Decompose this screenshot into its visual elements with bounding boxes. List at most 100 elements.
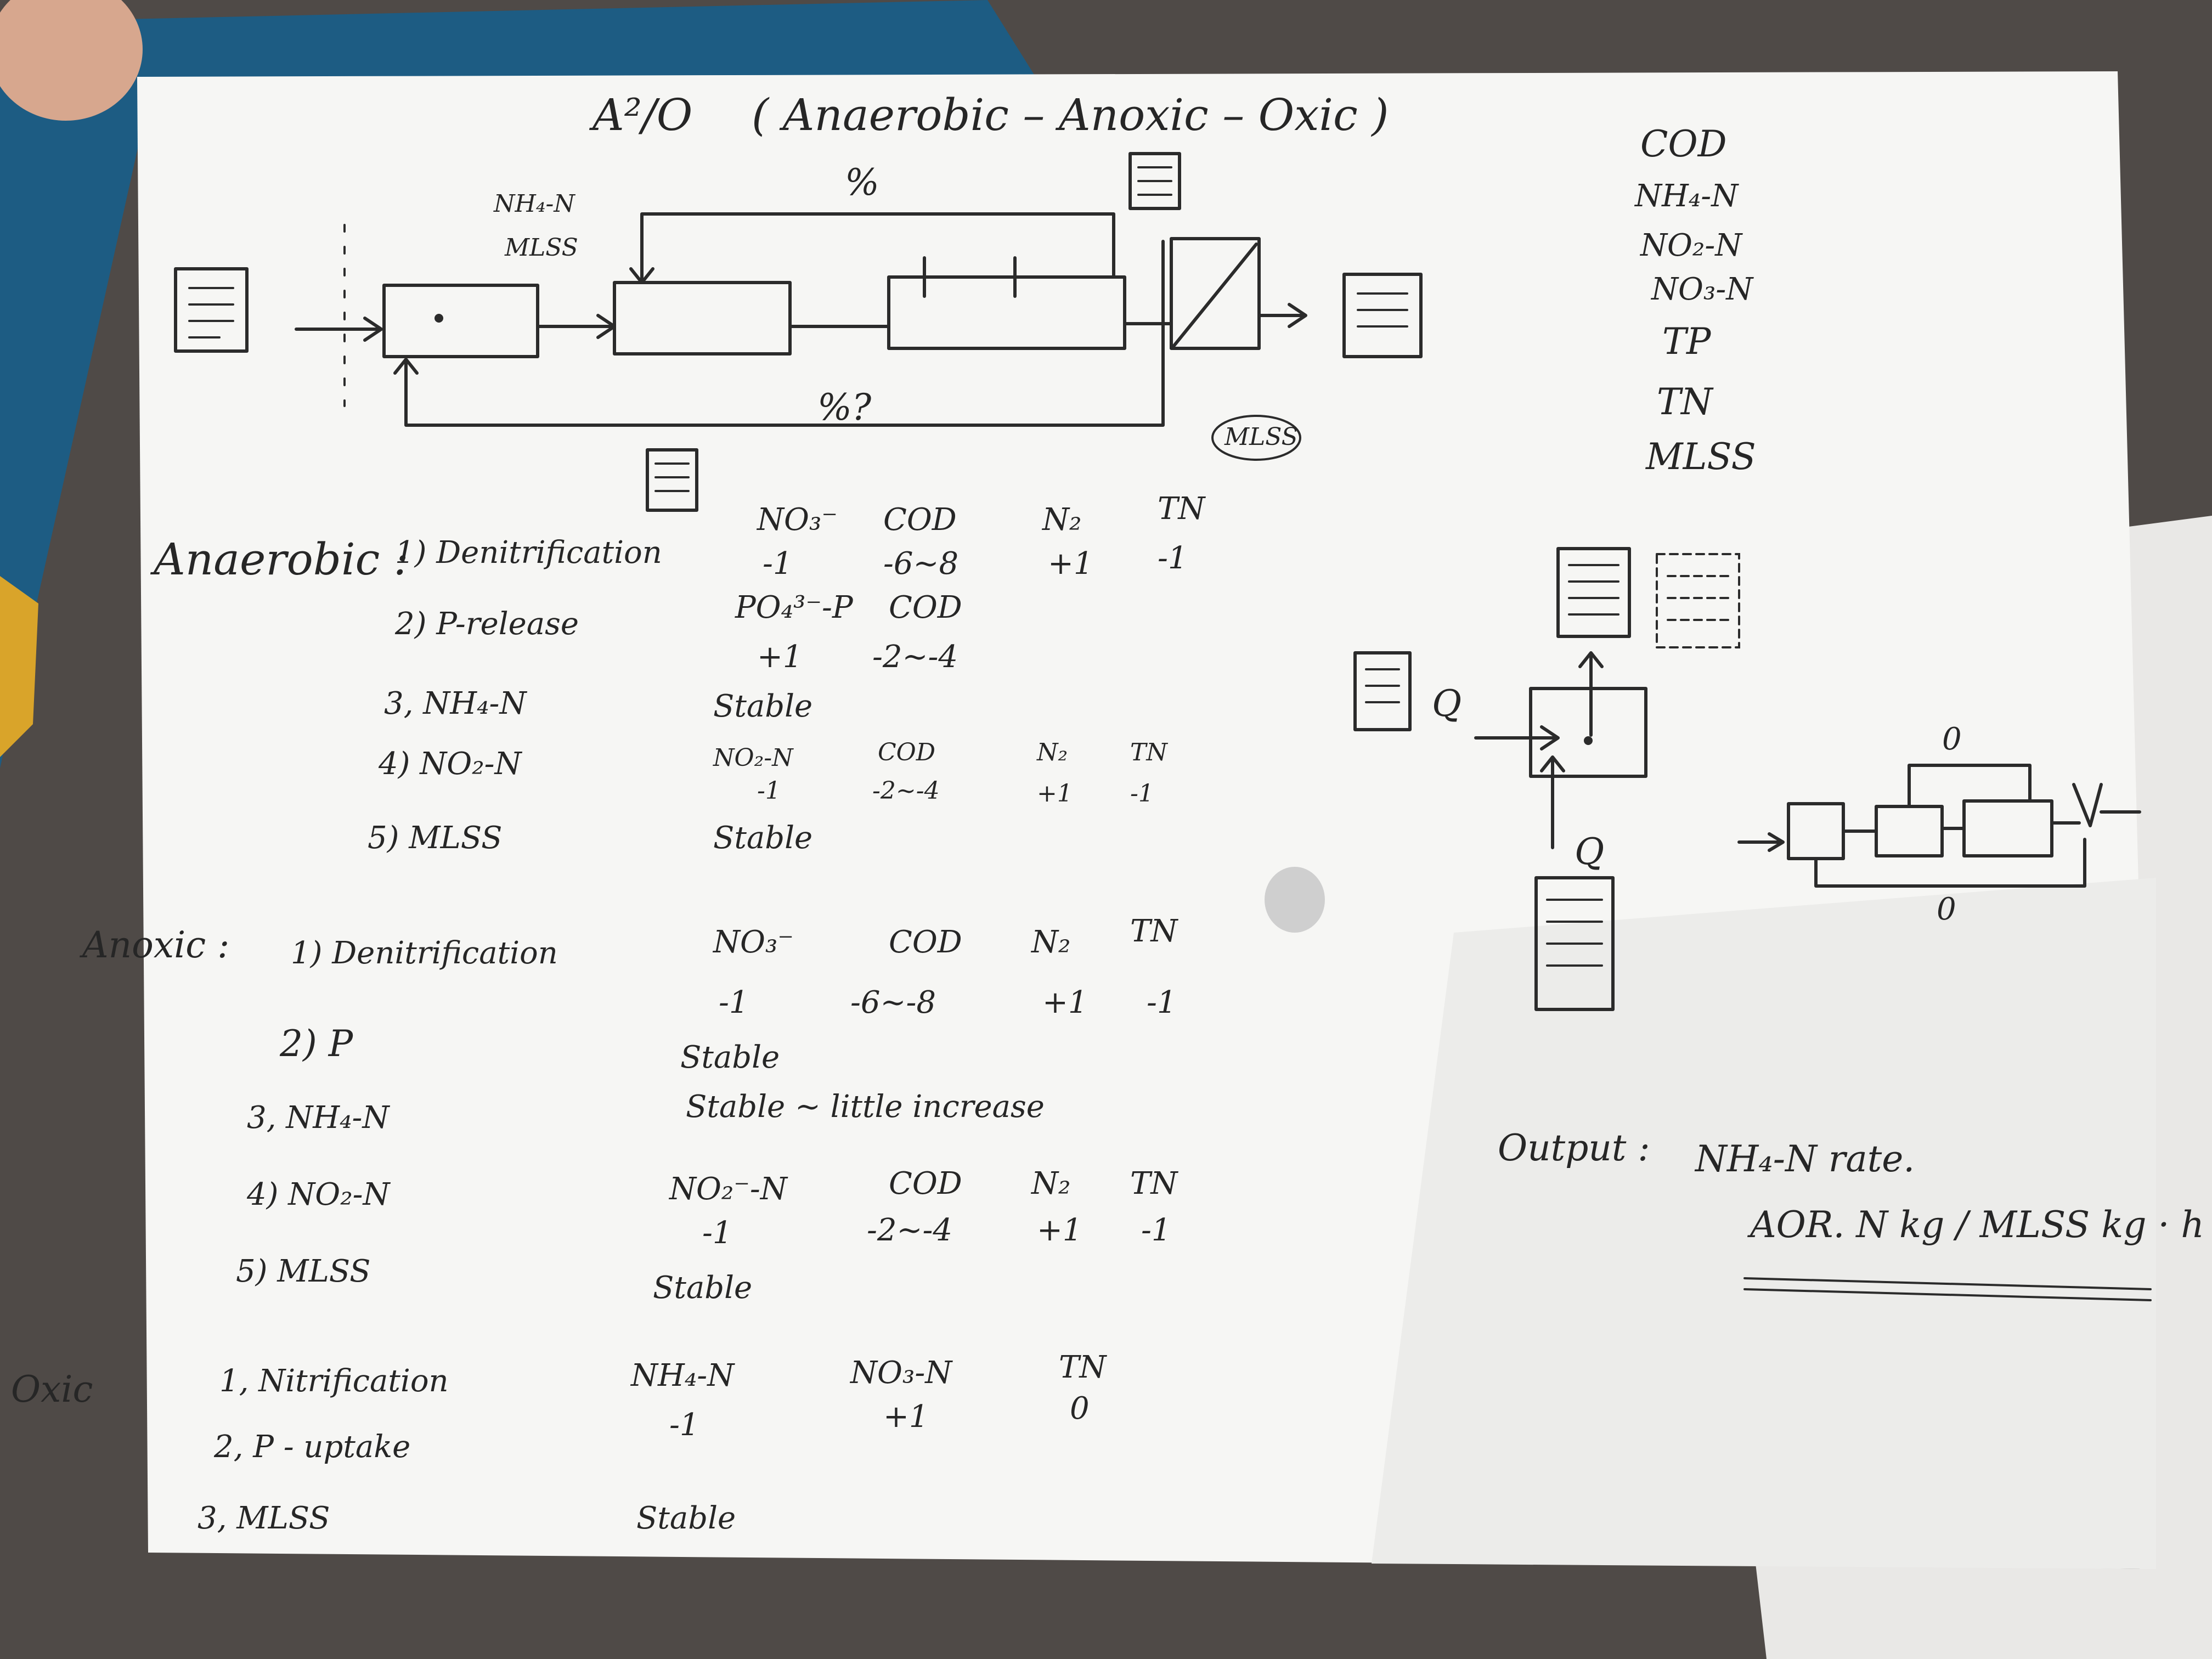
anaerobic-item-1-val-1: -1 [763,546,793,582]
anoxic-item-3-note: Stable ~ little increase [686,1089,1045,1125]
oxic-heading: Oxic [11,1368,93,1410]
output-label: Output : [1498,1127,1650,1169]
clarifier [1161,237,1261,380]
anoxic-item-2-label: 2) P [280,1023,353,1065]
anaerobic-item-2-col-2: COD [889,590,962,625]
output-line-2: AOR. N kg / MLSS kg · h [1750,1204,2204,1246]
finger [0,0,143,121]
anoxic-item-1-val-1: -1 [719,985,749,1020]
anaerobic-item-2-label: 2) P-release [395,606,579,642]
oxic-item-1-val-2: +1 [883,1399,929,1435]
param-tp: TP [1662,320,1711,363]
mini-zero-bottom: 0 [1937,891,1956,927]
anaerobic-item-3-note: Stable [713,689,813,724]
param-no3n: NO₃-N [1651,272,1753,307]
anaerobic-item-3-label: 3, NH₄-N [384,686,527,721]
anaerobic-item-1-val-4: -1 [1158,540,1188,576]
oxic-item-1-val-3: 0 [1070,1391,1090,1426]
anaerobic-item-1-val-2: -6~8 [883,546,959,582]
param-no2n: NO₂-N [1640,228,1742,263]
anoxic-item-1-val-2: -6~-8 [850,985,936,1020]
oxic-tank [887,275,1126,350]
side-doc-icon-2 [1556,547,1631,638]
paper-stain [1265,867,1325,933]
oxic-item-3-label: 3, MLSS [198,1500,330,1536]
anaerobic-tank [382,284,539,358]
anoxic-item-4-val-2: -2~-4 [867,1212,953,1248]
page-subtitle: ( Anaerobic – Anoxic – Oxic ) [752,89,1389,140]
anoxic-item-2-note: Stable [680,1040,780,1075]
param-cod: COD [1640,123,1727,165]
anoxic-item-3-label: 3, NH₄-N [247,1100,390,1136]
anoxic-tank [613,281,792,356]
effluent-document-icon [1342,273,1423,358]
anoxic-heading: Anoxic : [82,924,230,966]
anaerobic-item-5-note: Stable [713,820,813,856]
oxic-item-2-label: 2, P - uptake [214,1429,411,1465]
anaerobic-item-4-col-1: NO₂-N [713,744,793,772]
side-reactor-sketch [1353,547,1740,1011]
output-underline [1743,1277,2152,1301]
anaerobic-item-2-val-2: -2~-4 [872,639,958,675]
clarifier-mlss-circle [1211,415,1301,461]
side-q-label: Q [1432,682,1462,725]
anaerobic-heading: Anaerobic : [154,534,409,585]
anoxic-item-1-label: 1) Denitrification [291,935,558,971]
anoxic-item-4-col-1: NO₂⁻-N [669,1171,787,1207]
sludge-recycle-line [393,358,1165,427]
oxic-item-1-label: 1, Nitrification [219,1363,449,1399]
mini-a2o-sketch [1737,764,2141,888]
anoxic-item-1-col-2: COD [889,924,962,960]
oxic-item-1-col-3: TN [1059,1350,1107,1385]
anoxic-item-4-col-3: N₂ [1031,1166,1071,1201]
side-q2-label: Q [1575,831,1605,873]
recycle-top-label: % [845,161,879,204]
anoxic-item-4-label: 4) NO₂-N [247,1177,390,1212]
anoxic-item-1-col-1: NO₃⁻ [713,924,794,960]
anoxic-item-4-col-2: COD [889,1166,962,1201]
anaerobic-item-5-label: 5) MLSS [368,820,503,856]
recycle-bottom-label: %? [817,386,872,428]
anaerobic-item-4-val-1: -1 [757,777,781,805]
anoxic-item-1-col-3: N₂ [1031,924,1071,960]
anaerobic-item-1-col-4: TN [1158,491,1205,527]
anaerobic-item-4-val-3: +1 [1037,780,1073,808]
anaerobic-item-1-label: 1) Denitrification [395,535,662,571]
anaerobic-item-4-col-2: COD [878,738,936,766]
side-doc-icon-1 [1353,651,1412,731]
anaerobic-item-2-val-1: +1 [757,639,803,675]
oxic-item-1-col-2: NO₃-N [850,1355,952,1391]
oxic-item-1-val-1: -1 [669,1407,699,1443]
a2o-flow-diagram [174,152,1423,512]
anoxic-item-4-val-1: -1 [702,1215,732,1251]
side-doc-icon-3 [1656,553,1740,648]
anoxic-item-4-val-4: -1 [1141,1212,1171,1248]
influent-label-nh4: NH₄-N [494,190,575,218]
param-tn: TN [1657,381,1713,423]
anaerobic-item-1-val-3: +1 [1048,546,1093,582]
mini-zero-top: 0 [1942,721,1962,757]
oxic-item-1-col-1: NH₄-N [631,1358,735,1393]
anaerobic-item-4-col-3: N₂ [1037,738,1068,766]
notebook-right [1756,516,2212,1659]
folder-yellow-accent [0,576,38,757]
anaerobic-item-2-col-1: PO₄³⁻-P [735,590,853,625]
param-nh4n: NH₄-N [1635,178,1739,214]
influent-label-mlss: MLSS [505,234,578,262]
anaerobic-item-1-col-2: COD [883,502,957,538]
page-title: A²/O [592,89,693,140]
clarifier-label: MLSS [1224,423,1298,451]
side-doc-icon-4 [1534,876,1615,1011]
paper-shade [1372,878,2156,1569]
sample-document-icon-bottom [646,448,698,512]
anoxic-item-4-val-3: +1 [1037,1212,1082,1248]
anaerobic-item-1-col-3: N₂ [1042,502,1082,538]
influent-document-icon [174,267,249,353]
output-line-1: NH₄-N rate. [1695,1138,1915,1180]
anoxic-item-1-val-4: -1 [1147,985,1177,1020]
anoxic-item-1-val-3: +1 [1042,985,1088,1020]
oxic-item-3-note: Stable [636,1500,736,1536]
anaerobic-item-4-val-2: -2~-4 [872,777,940,805]
sample-document-icon-top [1128,152,1181,210]
